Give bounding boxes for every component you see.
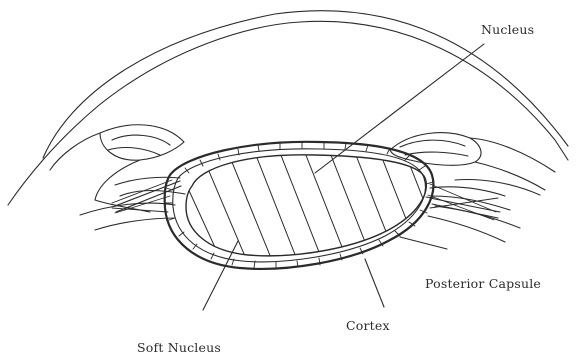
nucleus-hatching: [150, 140, 480, 280]
zonules-right: [428, 184, 498, 220]
label-cortex: Cortex: [346, 318, 390, 333]
label-nucleus: Nucleus: [481, 22, 534, 37]
posterior-capsule-leader: [400, 237, 447, 249]
cortex-leader: [365, 259, 384, 307]
zonules-left: [112, 180, 172, 213]
left-iris: [50, 125, 185, 230]
label-soft-nucleus: Soft Nucleus: [137, 340, 221, 355]
label-posterior-capsule: Posterior Capsule: [425, 276, 541, 291]
cornea-inner-line: [8, 21, 568, 205]
lens-capsule-outer: [165, 142, 434, 269]
soft-nucleus-leader: [203, 241, 238, 310]
